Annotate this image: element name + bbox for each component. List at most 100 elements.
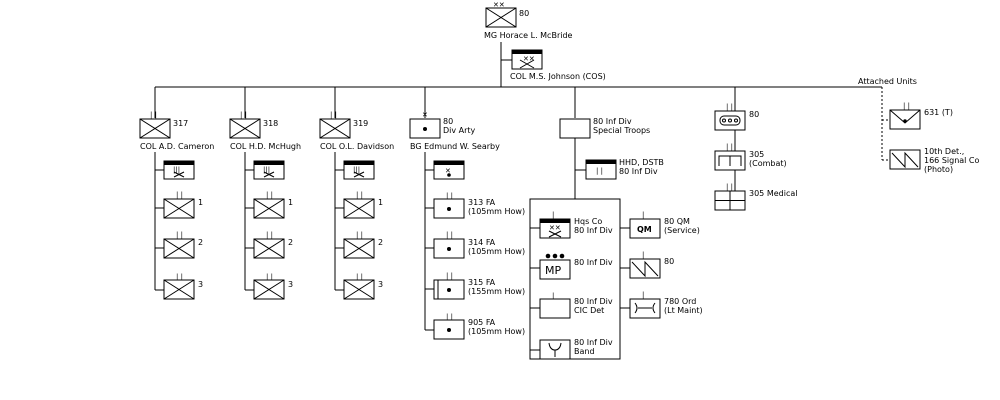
arty-battalion-line1: 315 FA <box>468 278 496 287</box>
attached-line2: 166 Signal Co <box>924 156 980 165</box>
chief-of-staff-label: COL M.S. Johnson (COS) <box>510 72 606 81</box>
st-left-line2: 80 Inf Div <box>574 226 613 235</box>
division-commander: MG Horace L. McBride <box>484 31 573 40</box>
battalion-number: 2 <box>288 238 293 247</box>
arty-battalion-line2: (105mm How) <box>468 327 525 336</box>
svg-text:|: | <box>552 292 554 300</box>
svg-text:| |: | | <box>330 111 337 119</box>
svg-text:| |: | | <box>266 191 273 199</box>
attached-units-label: Attached Units <box>858 77 917 86</box>
st-right-line2: (Service) <box>664 226 700 235</box>
st-left-line1: Hqs Co <box>574 217 602 226</box>
svg-text:✕: ✕ <box>445 167 451 175</box>
regiment-commander: COL O.L. Davidson <box>320 142 394 151</box>
regiment-number: 317 <box>173 119 188 128</box>
battalion-number: 3 <box>288 280 293 289</box>
svg-text:|: | <box>642 291 644 299</box>
st-left-line1: 80 Inf Div <box>574 338 613 347</box>
regiment-317: | | 317 COL A.D. Cameron ||| | | 1 | | 2… <box>139 111 214 300</box>
attached-line1: 10th Det., <box>924 147 964 156</box>
st-left-line2: Band <box>574 347 595 356</box>
svg-text:| |: | | <box>150 111 157 119</box>
svg-text:| |: | | <box>240 111 247 119</box>
svg-text:| |: | | <box>726 103 733 111</box>
svg-text:✕✕: ✕✕ <box>549 224 561 232</box>
battalion-number: 1 <box>378 198 383 207</box>
st-left-line1: 80 Inf Div <box>574 297 613 306</box>
svg-text:| |: | | <box>266 273 273 281</box>
division-echelon: ✕✕ <box>493 1 505 9</box>
sep-battalion-line1: 305 <box>749 150 764 159</box>
special-troops-line2: Special Troops <box>593 126 650 135</box>
special-troops-line1: 80 Inf Div <box>593 117 632 126</box>
arty-battalion-line1: 313 FA <box>468 198 496 207</box>
regiment-319: | | 319 COL O.L. Davidson ||| | | 1 | | … <box>319 111 394 300</box>
battalion-number: 1 <box>198 198 203 207</box>
svg-text:|||: ||| <box>353 166 360 174</box>
special-troops: 80 Inf Div Special Troops | | HHD, DSTB … <box>529 117 703 360</box>
mp-symbol: MP <box>545 264 561 277</box>
svg-text:| |: | | <box>446 272 453 280</box>
svg-text:| |: | | <box>446 231 453 239</box>
regiment-318: | | 318 COL H.D. McHugh ||| | | 1 | | 2 … <box>229 111 301 300</box>
svg-text:| |: | | <box>176 231 183 239</box>
chief-of-staff: ✕✕ COL M.S. Johnson (COS) <box>510 49 606 81</box>
svg-text:| |: | | <box>903 102 910 110</box>
div-arty-line2: Div Arty <box>443 126 476 135</box>
svg-text:| |: | | <box>446 192 453 200</box>
svg-text:| |: | | <box>176 273 183 281</box>
svg-text:|: | <box>642 211 644 219</box>
division-artillery: ✕ 80 Div Arty BG Edmund W. Searby ✕ | | … <box>409 111 525 340</box>
regiment-number: 319 <box>353 119 368 128</box>
st-right-line1: 80 <box>664 257 674 266</box>
arty-battalion-line1: 905 FA <box>468 318 496 327</box>
svg-text:|: | <box>642 251 644 259</box>
division-number: 80 <box>519 9 529 18</box>
division-hq: ✕✕ 80 MG Horace L. McBride <box>484 1 573 40</box>
battalion-number: 1 <box>288 198 293 207</box>
svg-text:|||: ||| <box>263 166 270 174</box>
svg-text:|: | <box>552 211 554 219</box>
svg-text:| |: | | <box>446 313 453 321</box>
hhd-line1: HHD, DSTB <box>619 158 664 167</box>
st-left-line1: 80 Inf Div <box>574 258 613 267</box>
arty-battalion-line1: 314 FA <box>468 238 496 247</box>
st-left-line2: CIC Det <box>574 306 604 315</box>
div-arty-line1: 80 <box>443 117 453 126</box>
separate-battalions: | | 80 | | 305 (Combat) | | 305 Medical <box>714 103 797 211</box>
sep-battalion-line1: 305 Medical <box>749 189 797 198</box>
svg-text:| |: | | <box>266 231 273 239</box>
attached-line3: (Photo) <box>924 165 953 174</box>
regiment-commander: COL A.D. Cameron <box>140 142 214 151</box>
battalion-number: 2 <box>198 238 203 247</box>
arty-battalion-line2: (105mm How) <box>468 247 525 256</box>
hhd-line2: 80 Inf Div <box>619 167 658 176</box>
regiment-commander: COL H.D. McHugh <box>230 142 301 151</box>
svg-text:| |: | | <box>356 191 363 199</box>
svg-text:| |: | | <box>726 143 733 151</box>
qm-symbol: QM <box>637 225 652 234</box>
svg-text:| |: | | <box>176 191 183 199</box>
svg-text:| |: | | <box>356 231 363 239</box>
arty-battalion-line2: (105mm How) <box>468 207 525 216</box>
battalion-number: 2 <box>378 238 383 247</box>
st-right-line2: (Lt Maint) <box>664 306 703 315</box>
svg-text:✕✕: ✕✕ <box>523 55 535 63</box>
arty-battalion-line2: (155mm How) <box>468 287 525 296</box>
svg-text:| |: | | <box>726 183 733 191</box>
sep-battalion-line2: (Combat) <box>749 159 787 168</box>
svg-text:| |: | | <box>356 273 363 281</box>
svg-text:|||: ||| <box>173 166 180 174</box>
battalion-number: 3 <box>378 280 383 289</box>
battalion-number: 3 <box>198 280 203 289</box>
svg-text:✕: ✕ <box>422 111 428 119</box>
st-right-line1: 780 Ord <box>664 297 696 306</box>
st-right-line1: 80 QM <box>664 217 690 226</box>
regiment-number: 318 <box>263 119 278 128</box>
attached-line1: 631 (T) <box>924 108 953 117</box>
svg-text:| |: | | <box>596 167 603 175</box>
sep-battalion-line1: 80 <box>749 110 759 119</box>
attached-units: | | 631 (T) 10th Det., 166 Signal Co (Ph… <box>889 102 980 174</box>
div-arty-commander: BG Edmund W. Searby <box>410 142 500 151</box>
